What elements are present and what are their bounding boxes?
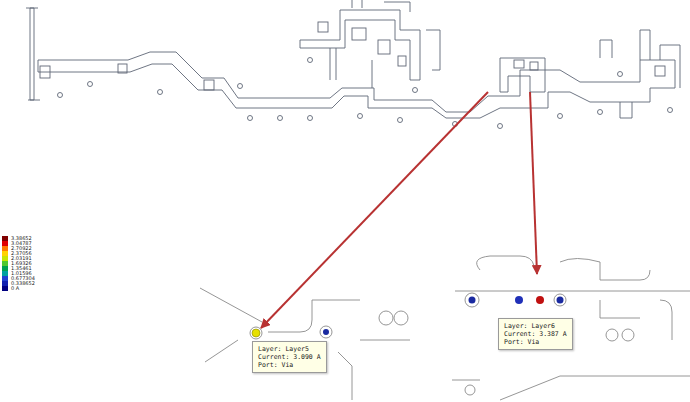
tooltip-line: Port: Via bbox=[504, 338, 567, 346]
via-dot bbox=[323, 329, 329, 335]
tooltip-line: Port: Via bbox=[258, 361, 321, 369]
tooltip-line: Current: 3.090 A bbox=[258, 353, 321, 361]
color-scale-legend: 3.386523.047872.709222.370562.031911.693… bbox=[2, 236, 35, 291]
legend-row: 0 A bbox=[2, 286, 35, 291]
legend-value: 0 A bbox=[11, 286, 19, 291]
tooltip-line: Current: 3.387 A bbox=[504, 330, 567, 338]
via-dot bbox=[469, 297, 476, 304]
callout-tooltip: Layer: Layer5Current: 3.090 APort: Via bbox=[252, 341, 327, 373]
board-traces bbox=[26, 0, 680, 129]
via-dot bbox=[252, 329, 260, 337]
tooltip-line: Layer: Layer5 bbox=[258, 345, 321, 353]
via-dot bbox=[536, 296, 544, 304]
zoom-inset-left bbox=[200, 288, 410, 400]
zoom-inset-right bbox=[452, 256, 690, 400]
legend-swatch bbox=[2, 286, 8, 291]
via-dot bbox=[515, 296, 523, 304]
via-dot bbox=[557, 297, 564, 304]
callout-tooltip: Layer: Layer6Current: 3.387 APort: Via bbox=[498, 318, 573, 350]
tooltip-line: Layer: Layer6 bbox=[504, 322, 567, 330]
zoom-arrows bbox=[261, 92, 537, 328]
